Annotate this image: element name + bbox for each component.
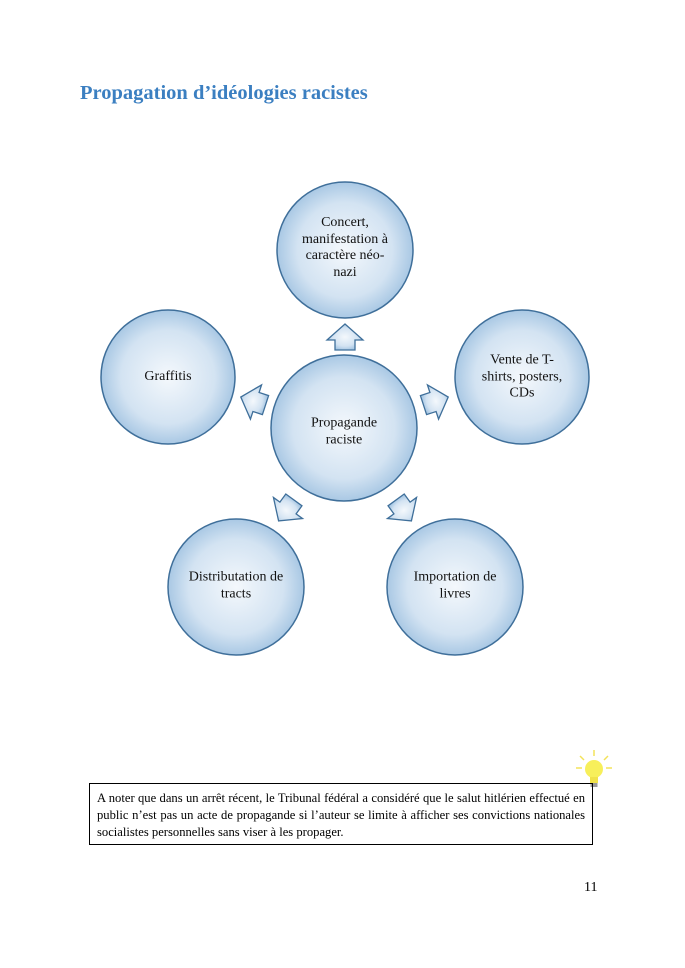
node-label-graffitis: Graffitis — [144, 368, 192, 384]
node-circle-right — [454, 309, 590, 445]
page-number: 11 — [584, 880, 598, 895]
page-title: Propagation d’idéologies racistes — [80, 82, 368, 104]
arrow-left-icon — [234, 379, 272, 423]
arrow-down-left-icon — [263, 488, 310, 533]
arrow-up-icon — [326, 323, 364, 351]
node-label-vente: Vente de T-shirts, posters, CDs — [481, 352, 563, 401]
center-label: Propagande raciste — [310, 415, 378, 448]
node-circle-bottom-right — [386, 518, 524, 656]
arrow-down-right-icon — [380, 488, 427, 533]
arrow-right-icon — [417, 379, 455, 423]
node-label-distribution: Distributation de tracts — [188, 569, 284, 602]
node-circle-bottom-left — [167, 518, 305, 656]
lightbulb-icon — [576, 750, 612, 787]
node-circle-top — [276, 181, 414, 319]
node-label-importation: Importation de livres — [413, 569, 497, 602]
node-circle-left — [100, 309, 236, 445]
center-circle — [270, 354, 418, 502]
note-box: A noter que dans un arrêt récent, le Tri… — [89, 783, 593, 845]
node-label-concert: Concert, manifestation à caractère néo-n… — [302, 215, 388, 280]
